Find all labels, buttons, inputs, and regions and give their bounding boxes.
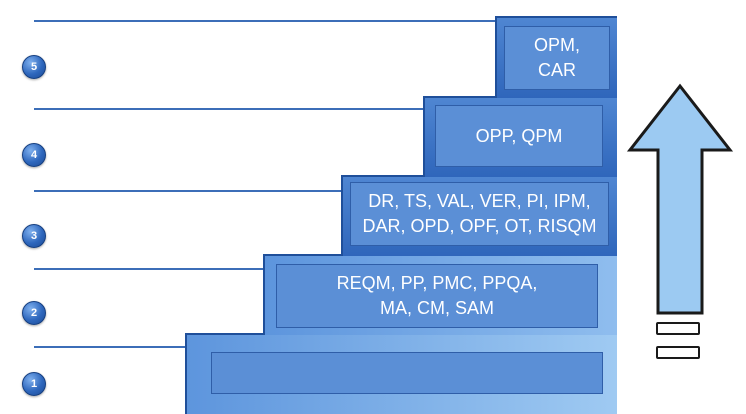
level-3-badge: 3 — [22, 224, 46, 248]
equals-bar-bottom — [656, 346, 700, 359]
level-4-process-box: OPP, QPM — [435, 105, 603, 167]
level-5-label-area — [55, 40, 280, 70]
level-3-process-box: DR, TS, VAL, VER, PI, IPM, DAR, OPD, OPF… — [350, 182, 609, 246]
level-4-label-area — [55, 130, 255, 160]
level-1-badge: 1 — [22, 372, 46, 396]
level-1-process-box — [211, 352, 603, 394]
level-5-badge: 5 — [22, 55, 46, 79]
level-5-process-box: OPM, CAR — [504, 26, 610, 90]
equals-bar-top — [656, 322, 700, 335]
level-2-bracket — [34, 268, 265, 310]
level-2-badge: 2 — [22, 301, 46, 325]
up-arrow-icon — [626, 83, 734, 315]
level-3-label-area — [55, 200, 255, 230]
level-4-badge: 4 — [22, 143, 46, 167]
level-1-bracket — [34, 346, 187, 380]
level-2-process-box: REQM, PP, PMC, PPQA, MA, CM, SAM — [276, 264, 598, 328]
